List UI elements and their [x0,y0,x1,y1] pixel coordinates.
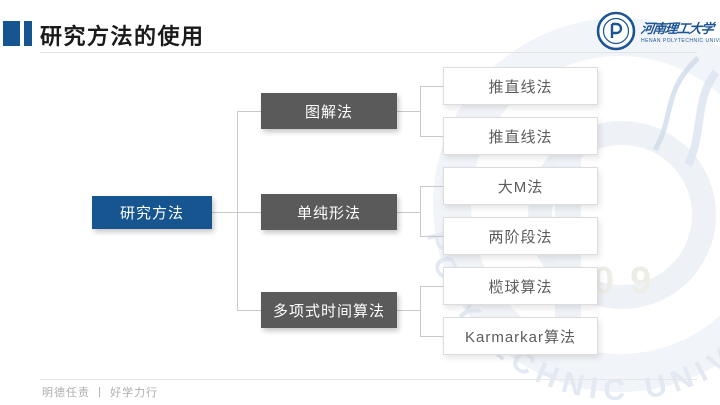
diagram-branch-node: 多项式时间算法 [261,292,397,328]
connector-line [237,212,261,213]
footer-divider [40,379,697,380]
connector-line [420,86,443,87]
university-logo: 河南理工大学 HENAN POLYTECHNIC UNIVERSITY [596,11,720,51]
footer-motto: 明德任责 丨 好学力行 [42,387,159,399]
university-name-zh: 河南理工大学 [639,21,714,36]
university-name-en: HENAN POLYTECHNIC UNIVERSITY [641,38,720,44]
connector-line [237,310,261,311]
connector-line [420,136,443,137]
diagram-leaf-node: 推直线法 [443,67,598,105]
diagram-root-node: 研究方法 [92,196,212,229]
header-divider [40,52,697,53]
connector-line [397,212,420,213]
page-title: 研究方法的使用 [40,24,205,49]
ink-stroke [684,69,720,167]
diagram-branch-node: 单纯形法 [261,194,397,230]
connector-line [420,186,421,236]
connector-line [420,286,443,287]
diagram-leaf-node: 榄球算法 [443,267,598,305]
title-accent-bar-thin [24,21,32,46]
diagram-leaf-node: 两阶段法 [443,217,598,255]
ink-stroke [652,56,700,152]
connector-line [212,212,237,213]
connector-line [420,86,421,136]
connector-line [237,111,261,112]
connector-line [420,236,443,237]
university-emblem-icon [596,11,636,51]
connector-line [397,111,420,112]
diagram-leaf-node: 推直线法 [443,117,598,155]
connector-line [397,310,420,311]
connector-line [420,186,443,187]
connector-line [420,286,421,336]
connector-line [237,111,238,310]
title-accent-bar [3,21,20,46]
diagram-leaf-node: Karmarkar算法 [443,317,598,355]
diagram-leaf-node: 大M法 [443,167,598,205]
diagram-branch-node: 图解法 [261,93,397,129]
connector-line [420,336,443,337]
